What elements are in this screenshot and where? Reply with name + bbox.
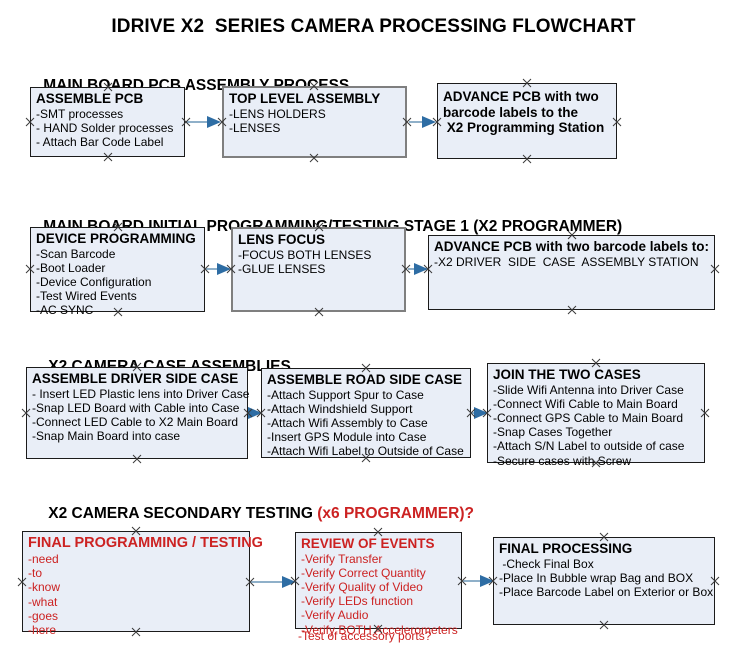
box-join-the-two-cases-line-1: -Connect Wifi Cable to Main Board xyxy=(493,396,678,411)
box-final-programming-testing-line-5: -here xyxy=(28,623,57,638)
box-assemble-road-side-case-title: ASSEMBLE ROAD SIDE CASE xyxy=(267,372,463,387)
box-assemble-road-side-case-line-2: -Attach Wifi Assembly to Case xyxy=(267,415,428,430)
box-assemble-pcb-line-0: -SMT processes xyxy=(36,106,124,121)
box-advance-pcb-1-line-1: X2 Programming Station xyxy=(443,120,605,135)
box-top-level-assembly[interactable]: TOP LEVEL ASSEMBLY -LENS HOLDERS -LENSES xyxy=(222,86,407,158)
box-final-programming-testing-line-4: -goes xyxy=(28,608,59,623)
box-join-the-two-cases-title: JOIN THE TWO CASES xyxy=(493,367,641,382)
box-final-processing-line-0: -Check Final Box xyxy=(499,556,594,571)
box-assemble-pcb[interactable]: ASSEMBLE PCB -SMT processes - HAND Solde… xyxy=(30,87,185,157)
box-device-programming-title: DEVICE PROGRAMMING xyxy=(36,231,196,246)
box-review-of-events-line-3: -Verify LEDs function xyxy=(301,594,414,609)
box-assemble-driver-side-case-line-2: -Connect LED Cable to X2 Main Board xyxy=(32,414,239,429)
box-final-programming-testing-line-1: -to xyxy=(28,566,43,581)
box-advance-pcb-2-title: ADVANCE PCB with two barcode labels to: xyxy=(434,239,710,254)
box-assemble-pcb-line-1: - HAND Solder processes xyxy=(36,120,174,135)
box-assemble-driver-side-case-line-0: - Insert LED Plastic lens into Driver Ca… xyxy=(32,386,250,401)
section-heading-4-text: X2 CAMERA SECONDARY TESTING xyxy=(48,505,318,522)
box-final-processing-title: FINAL PROCESSING xyxy=(499,541,633,556)
box-final-programming-testing-line-3: -what xyxy=(28,594,58,609)
box-final-programming-testing-line-0: -need xyxy=(28,552,59,566)
box-advance-pcb-1-title: ADVANCE PCB with two xyxy=(443,89,599,104)
box-join-the-two-cases-line-4: -Attach S/N Label to outside of case xyxy=(493,439,685,454)
box-advance-pcb-2[interactable]: ADVANCE PCB with two barcode labels to: … xyxy=(428,235,715,310)
box-review-of-events-overflow-line: -Test of accessory ports? xyxy=(298,629,432,643)
box-join-the-two-cases-line-3: -Snap Cases Together xyxy=(493,425,613,440)
box-final-processing-line-2: -Place Barcode Label on Exterior or Box xyxy=(499,584,714,599)
box-assemble-road-side-case-line-4: -Attach Wifi Label to Outside of Case xyxy=(267,444,464,459)
box-advance-pcb-2-line-0: -X2 DRIVER SIDE CASE ASSEMBLY STATION xyxy=(434,254,699,269)
box-advance-pcb-1-line-0: barcode labels to the xyxy=(443,104,579,120)
section-heading-4: X2 CAMERA SECONDARY TESTING (x6 PROGRAMM… xyxy=(31,487,474,541)
box-review-of-events-line-2: -Verify Quality of Video xyxy=(301,579,423,594)
box-device-programming-line-0: -Scan Barcode xyxy=(36,246,116,261)
box-final-programming-testing-title: FINAL PROGRAMMING / TESTING xyxy=(28,535,263,551)
box-device-programming-line-2: -Device Configuration xyxy=(36,274,152,289)
box-review-of-events-title: REVIEW OF EVENTS xyxy=(301,536,435,551)
box-device-programming[interactable]: DEVICE PROGRAMMING -Scan Barcode -Boot L… xyxy=(30,227,205,317)
box-review-of-events-line-5: -Verify BOTH Accelerometers xyxy=(301,622,458,637)
box-lens-focus-title: LENS FOCUS xyxy=(238,232,326,247)
box-join-the-two-cases-line-0: -Slide Wifi Antenna into Driver Case xyxy=(493,382,684,397)
box-review-of-events-line-0: -Verify Transfer xyxy=(301,551,383,566)
box-assemble-driver-side-case-line-3: -Snap Main Board into case xyxy=(32,429,181,444)
box-assemble-driver-side-case[interactable]: ASSEMBLE DRIVER SIDE CASE - Insert LED P… xyxy=(26,367,250,459)
box-final-programming-testing[interactable]: FINAL PROGRAMMING / TESTING -need -to -k… xyxy=(22,531,263,637)
box-final-programming-testing-line-2: -know xyxy=(28,580,61,595)
box-lens-focus-line-1: -GLUE LENSES xyxy=(238,261,326,276)
box-advance-pcb-1[interactable]: ADVANCE PCB with two barcode labels to t… xyxy=(437,83,617,159)
box-top-level-assembly-line-1: -LENSES xyxy=(229,120,281,135)
box-device-programming-line-3: -Test Wired Events xyxy=(36,289,137,304)
box-device-programming-line-1: -Boot Loader xyxy=(36,260,106,275)
box-review-of-events-line-4: -Verify Audio xyxy=(301,608,369,623)
box-join-the-two-cases[interactable]: JOIN THE TWO CASES -Slide Wifi Antenna i… xyxy=(487,363,705,468)
box-review-of-events[interactable]: REVIEW OF EVENTS -Verify Transfer -Verif… xyxy=(295,532,462,637)
box-top-level-assembly-title: TOP LEVEL ASSEMBLY xyxy=(229,91,381,106)
box-final-processing[interactable]: FINAL PROCESSING -Check Final Box -Place… xyxy=(493,537,715,625)
box-assemble-road-side-case-line-3: -Insert GPS Module into Case xyxy=(267,430,427,445)
box-device-programming-line-4: -AC SYNC xyxy=(36,303,94,318)
box-join-the-two-cases-line-2: -Connect GPS Cable to Main Board xyxy=(493,410,684,425)
box-assemble-road-side-case[interactable]: ASSEMBLE ROAD SIDE CASE -Attach Support … xyxy=(261,368,471,458)
box-assemble-driver-side-case-title: ASSEMBLE DRIVER SIDE CASE xyxy=(32,371,239,386)
box-assemble-pcb-title: ASSEMBLE PCB xyxy=(36,91,144,106)
box-join-the-two-cases-line-5: -Secure cases with Screw xyxy=(493,453,632,468)
section-heading-4-accent: (x6 PROGRAMMER)? xyxy=(317,505,474,522)
page-title: IDRIVE X2 SERIES CAMERA PROCESSING FLOWC… xyxy=(111,16,636,37)
box-lens-focus-line-0: -FOCUS BOTH LENSES xyxy=(238,247,372,262)
box-assemble-pcb-line-2: - Attach Bar Code Label xyxy=(36,134,164,149)
box-assemble-road-side-case-line-0: -Attach Support Spur to Case xyxy=(267,387,424,402)
box-assemble-road-side-case-line-1: -Attach Windshield Support xyxy=(267,401,413,416)
box-lens-focus[interactable]: LENS FOCUS -FOCUS BOTH LENSES -GLUE LENS… xyxy=(231,227,406,312)
box-review-of-events-line-1: -Verify Correct Quantity xyxy=(301,565,426,580)
box-top-level-assembly-line-0: -LENS HOLDERS xyxy=(229,106,326,121)
box-final-processing-line-1: -Place In Bubble wrap Bag and BOX xyxy=(499,570,694,585)
box-assemble-driver-side-case-line-1: -Snap LED Board with Cable into Case xyxy=(32,400,240,415)
